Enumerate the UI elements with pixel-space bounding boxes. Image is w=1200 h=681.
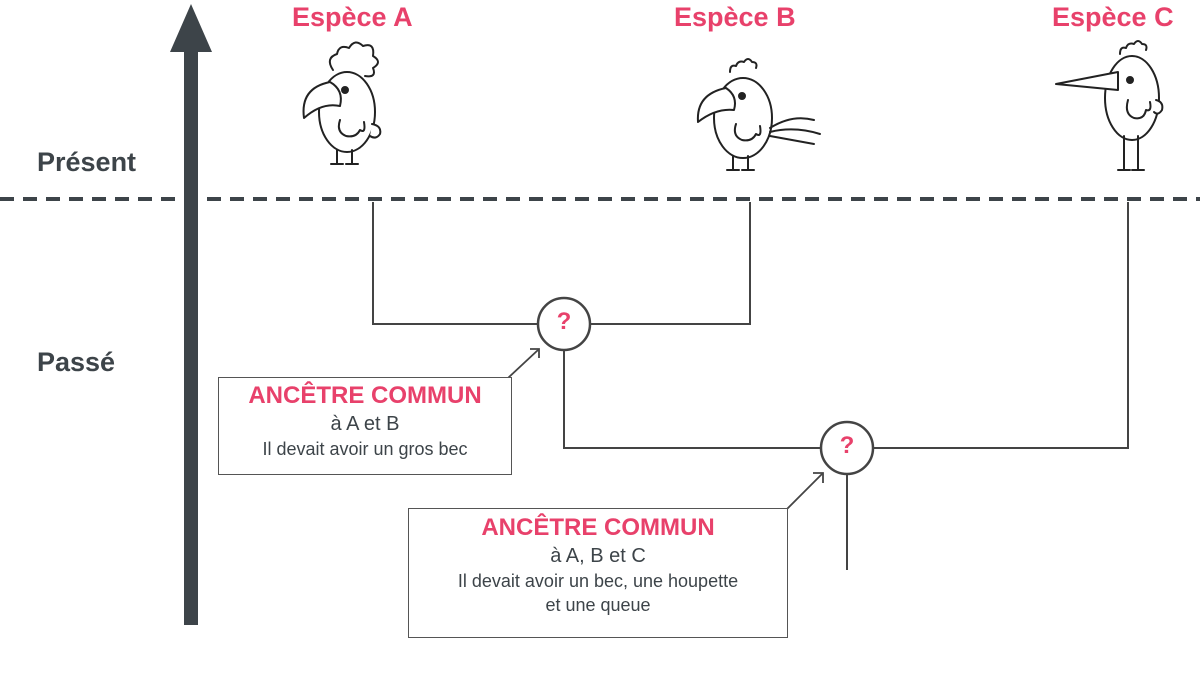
ancestor-ab-question-mark: ? bbox=[556, 308, 572, 335]
tree-branches bbox=[372, 202, 1129, 570]
ancestor-ab-box: ANCÊTRE COMMUN à A et B Il devait avoir … bbox=[218, 377, 512, 475]
ancestor-abc-question-mark: ? bbox=[839, 432, 855, 459]
bird-a-icon bbox=[302, 41, 382, 165]
pointer-arrows bbox=[507, 348, 824, 510]
ancestor-node-ab bbox=[536, 296, 592, 352]
past-label: Passé bbox=[37, 347, 116, 377]
bird-b-icon bbox=[696, 58, 821, 171]
bird-c-icon bbox=[1055, 40, 1164, 171]
time-axis-arrow bbox=[170, 4, 212, 625]
present-label: Présent bbox=[37, 147, 137, 177]
ancestor-abc-subtitle: à A, B et C bbox=[550, 545, 646, 567]
branch-ancestor-ab bbox=[563, 351, 820, 449]
species-a-label: Espèce A bbox=[292, 2, 413, 32]
branch-species-b bbox=[591, 202, 751, 325]
ancestor-node-abc bbox=[819, 420, 875, 476]
ancestor-ab-subtitle: à A et B bbox=[330, 413, 400, 435]
ancestor-ab-title: ANCÊTRE COMMUN bbox=[248, 382, 482, 409]
branch-species-a bbox=[372, 202, 537, 325]
species-c-label: Espèce C bbox=[1052, 2, 1174, 32]
ancestor-abc-description-line1: Il devait avoir un bec, une houpette bbox=[457, 571, 739, 591]
species-b-label: Espèce B bbox=[674, 2, 796, 32]
ancestor-abc-box: ANCÊTRE COMMUN à A, B et C Il devait avo… bbox=[408, 508, 788, 638]
branch-species-c bbox=[873, 202, 1129, 449]
ancestor-ab-description: Il devait avoir un gros bec bbox=[262, 439, 468, 459]
ancestor-abc-description-line2: et une queue bbox=[545, 595, 651, 615]
ancestor-abc-title: ANCÊTRE COMMUN bbox=[481, 514, 715, 541]
